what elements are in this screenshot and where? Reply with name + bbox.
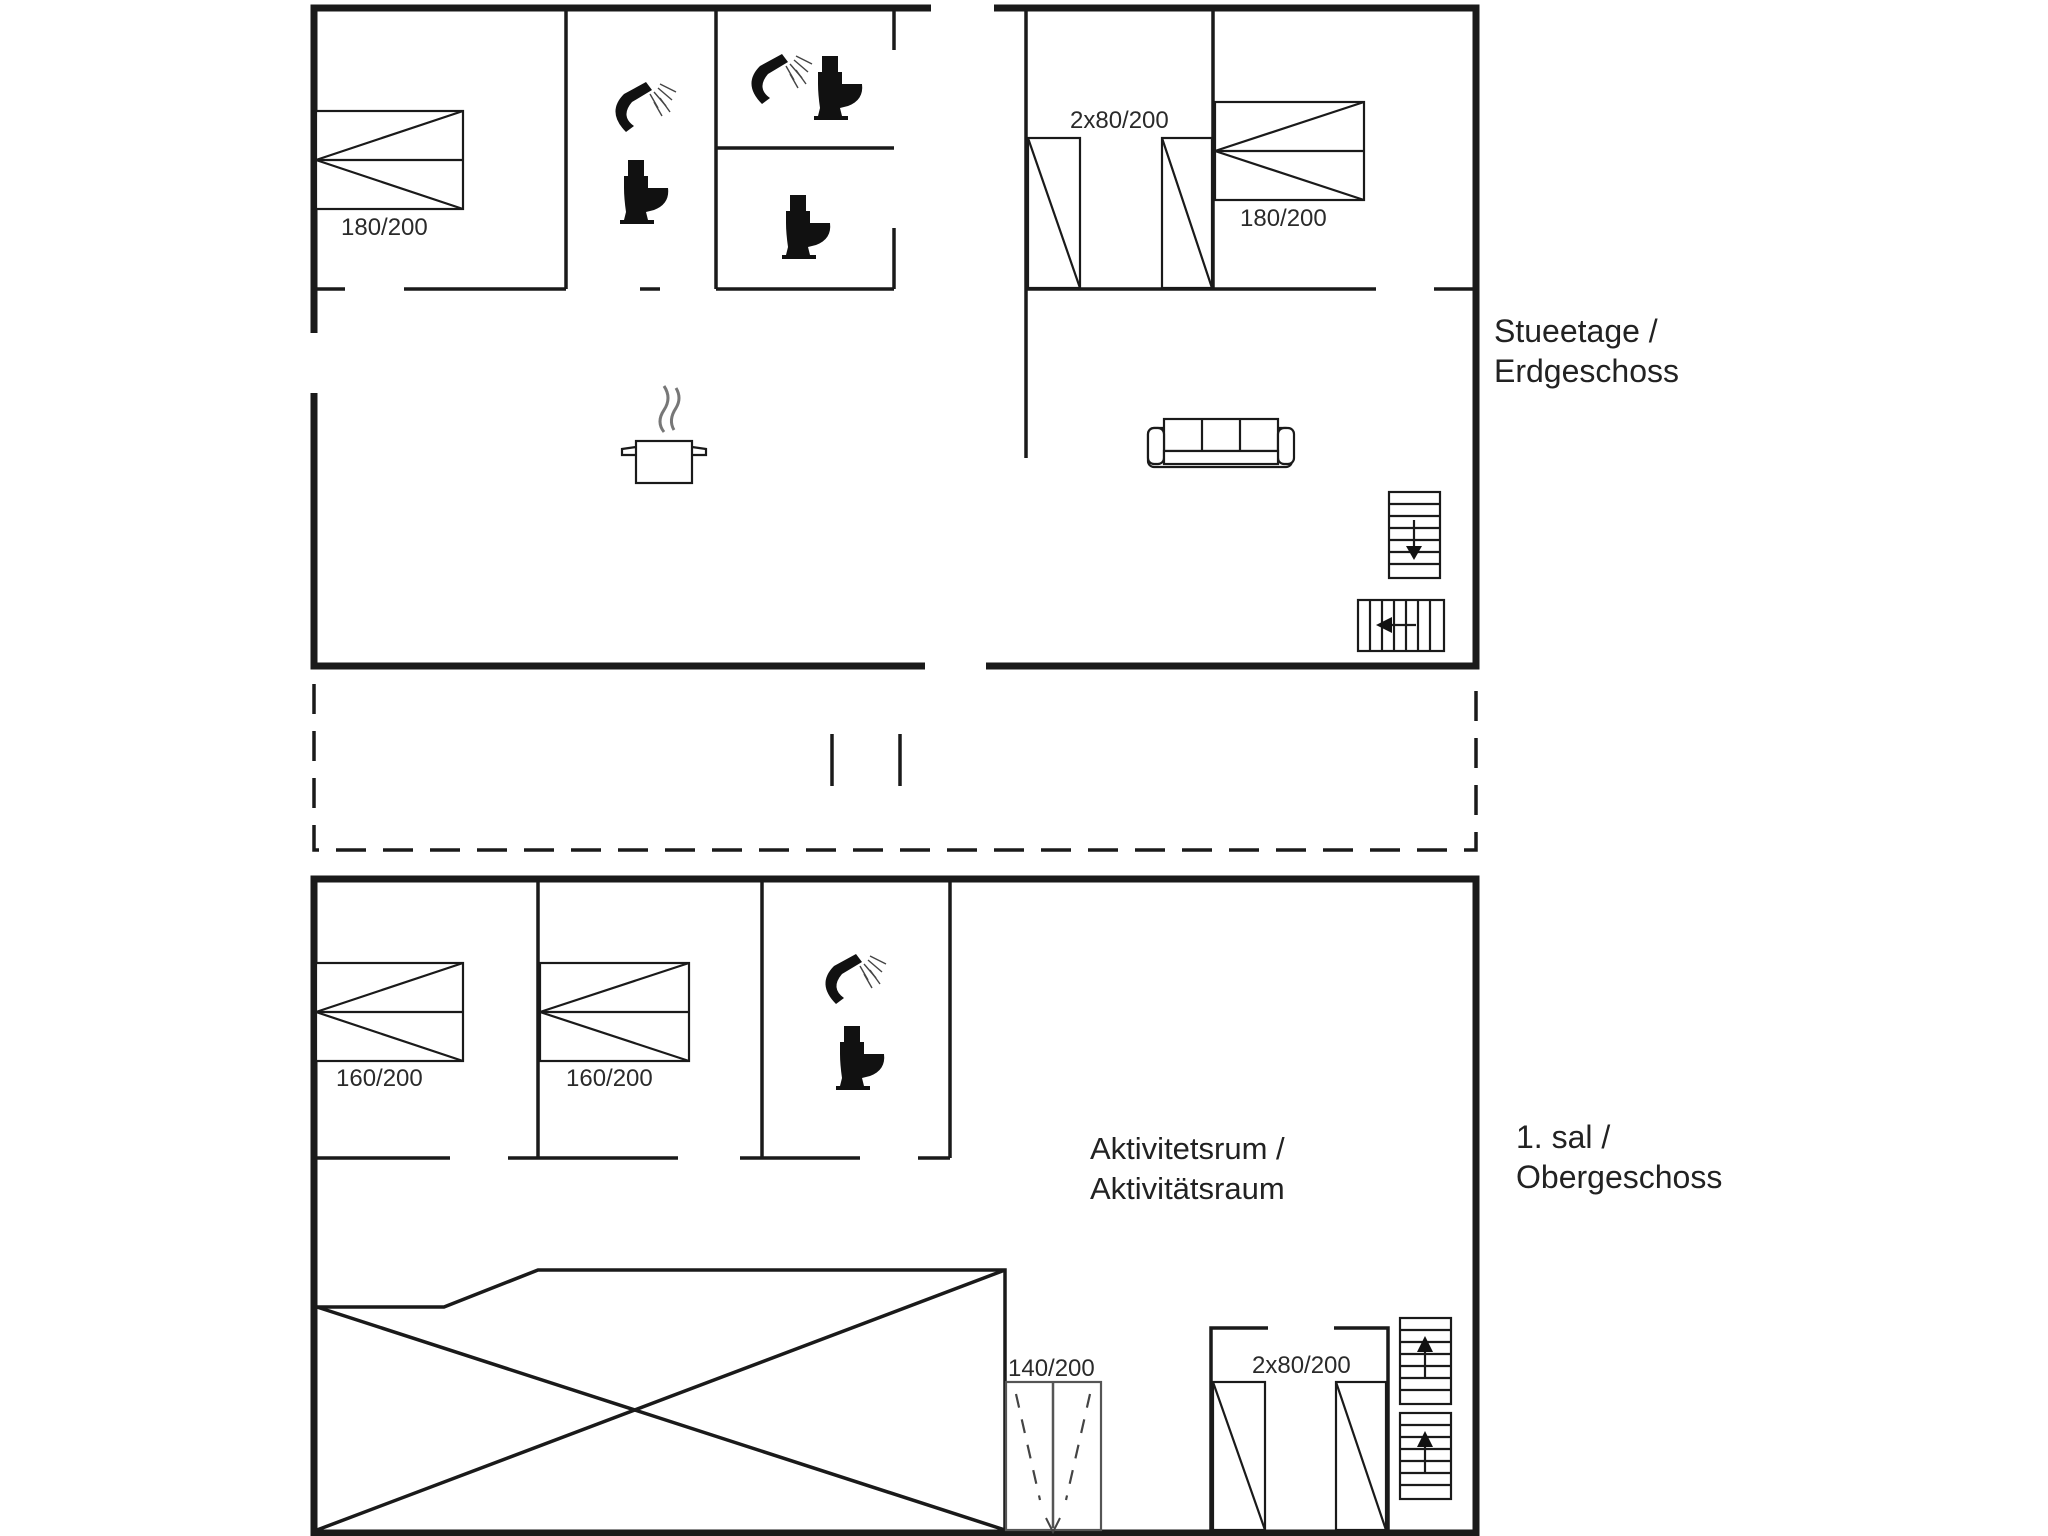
- cooking-pot-icon: [620, 385, 708, 485]
- toilet-icon: [782, 195, 831, 259]
- toilet-icon: [620, 160, 669, 224]
- bed-size-label: 2x80/200: [1070, 107, 1169, 134]
- upper-floor: 160/200 160/200 Aktivitetsrum / Aktivitä…: [310, 875, 1480, 1536]
- terrace-outline: [312, 684, 1478, 852]
- bed-size-label: 2x80/200: [1252, 1352, 1351, 1379]
- floor-label: Erdgeschoss: [1494, 353, 1679, 389]
- room-label: Aktivitätsraum: [1090, 1171, 1285, 1206]
- bed-160-200: [538, 961, 691, 1063]
- floor-label: 1. sal /: [1516, 1119, 1610, 1155]
- shower-icon: [614, 81, 677, 133]
- floor-label: Obergeschoss: [1516, 1159, 1722, 1195]
- toilet-icon: [836, 1026, 885, 1090]
- stairs-icon: [1356, 598, 1446, 653]
- bed-180-200: [314, 109, 465, 211]
- bed-140-200: [1004, 1380, 1103, 1535]
- stairs-icon: [1398, 1316, 1453, 1406]
- bed-size-label: 160/200: [336, 1065, 423, 1092]
- sofa-icon: [1146, 417, 1296, 469]
- ground-floor: 180/200 2x80/200 180/200: [310, 4, 1480, 670]
- floor-label: Stueetage /: [1494, 313, 1658, 349]
- open-void: [316, 1268, 1007, 1532]
- bed-size-label: 180/200: [341, 214, 428, 241]
- bed-160-200: [314, 961, 465, 1063]
- shower-icon: [750, 53, 813, 105]
- bunk-bed-2x80-200: [1209, 1326, 1390, 1532]
- bed-180-200: [1213, 100, 1366, 202]
- room-label: Aktivitetsrum /: [1090, 1131, 1285, 1166]
- stairs-icon: [1398, 1411, 1453, 1501]
- bed-size-label: 140/200: [1008, 1355, 1095, 1382]
- bed-size-label: 180/200: [1240, 205, 1327, 232]
- bed-size-label: 160/200: [566, 1065, 653, 1092]
- toilet-icon: [814, 56, 863, 120]
- shower-icon: [824, 953, 887, 1005]
- bunk-bed-2x80-200: [1026, 136, 1214, 290]
- stairs-icon: [1387, 490, 1442, 580]
